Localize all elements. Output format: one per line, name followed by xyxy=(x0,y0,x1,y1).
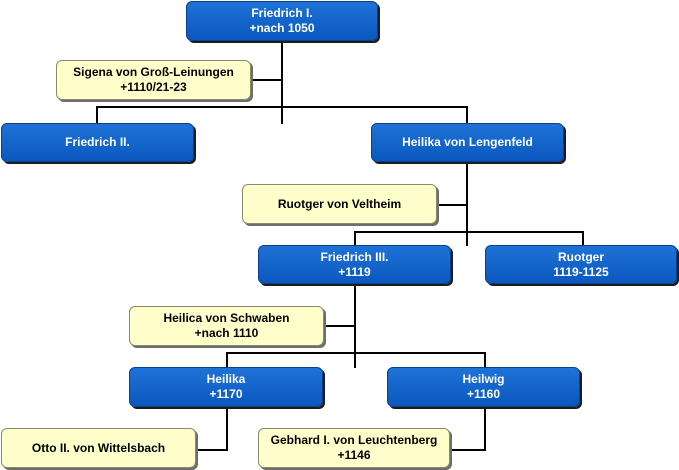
person-name: Heilika xyxy=(206,372,246,386)
connector-line xyxy=(226,352,486,354)
person-dates: 1119-1125 xyxy=(553,264,609,279)
person-name: Heilica von Schwaben xyxy=(163,311,290,325)
person-friedrich-ii: Friedrich II. xyxy=(1,123,194,162)
person-heilika: Heilika +1170 xyxy=(129,367,323,407)
connector-line xyxy=(466,106,468,124)
person-dates: +1170 xyxy=(209,387,243,401)
person-dates: +1160 xyxy=(466,387,501,401)
spouse-ruotger-veltheim: Ruotger von Veltheim xyxy=(242,184,437,224)
connector-line xyxy=(226,406,228,450)
person-dates: +1119 xyxy=(338,264,371,279)
connector-line xyxy=(582,231,584,246)
spouse-otto-ii: Otto II. von Wittelsbach xyxy=(1,428,196,468)
person-dates: +nach 1110 xyxy=(194,326,259,340)
connector-line xyxy=(449,449,486,451)
spouse-gebhard-i: Gebhard I. von Leuchtenberg +1146 xyxy=(258,428,450,468)
person-name: Friedrich I. xyxy=(251,6,313,20)
connector-line xyxy=(436,204,468,206)
connector-line xyxy=(96,106,468,108)
connector-line xyxy=(354,231,356,246)
person-ruotger: Ruotger 1119-1125 xyxy=(485,245,677,284)
person-dates: +1110/21-23 xyxy=(120,80,187,94)
person-name: Friedrich III. xyxy=(320,249,389,264)
connector-line xyxy=(484,352,486,368)
person-heilwig: Heilwig +1160 xyxy=(387,367,580,407)
person-name: Sigena von Groß-Leinungen xyxy=(73,65,234,79)
person-dates: +1146 xyxy=(337,448,371,462)
person-name: Friedrich II. xyxy=(65,135,130,149)
spouse-heilica-schwaben: Heilica von Schwaben +nach 1110 xyxy=(129,306,324,346)
connector-line xyxy=(250,79,283,81)
person-name: Gebhard I. von Leuchtenberg xyxy=(270,433,438,447)
spouse-sigena: Sigena von Groß-Leinungen +1110/21-23 xyxy=(56,60,251,100)
connector-line xyxy=(354,231,584,233)
person-friedrich-i: Friedrich I. +nach 1050 xyxy=(186,1,378,41)
person-name: Heilwig xyxy=(462,372,505,386)
connector-line xyxy=(324,325,356,327)
person-heilika-lengenfeld: Heilika von Lengenfeld xyxy=(371,123,564,162)
connector-line xyxy=(96,106,98,124)
person-name: Ruotger von Veltheim xyxy=(277,196,402,211)
connector-line xyxy=(196,449,228,451)
connector-line xyxy=(484,406,486,450)
person-friedrich-iii: Friedrich III. +1119 xyxy=(258,245,451,284)
person-name: Otto II. von Wittelsbach xyxy=(31,440,166,455)
person-name: Ruotger xyxy=(558,249,604,264)
connector-line xyxy=(226,352,228,368)
person-name: Heilika von Lengenfeld xyxy=(402,135,533,149)
person-dates: +nach 1050 xyxy=(249,21,315,35)
connector-line xyxy=(281,40,283,124)
